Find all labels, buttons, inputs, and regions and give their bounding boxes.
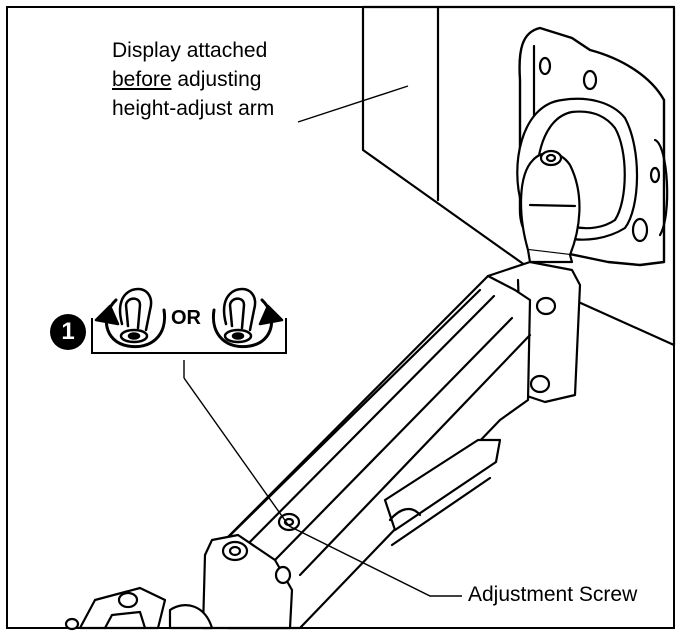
- rotate-clockwise-icon: [211, 287, 284, 349]
- lower-knuckle: [201, 533, 294, 630]
- display-callout-line-2-rest: adjusting: [171, 68, 262, 91]
- display-callout-line-3: height-adjust arm: [112, 97, 275, 120]
- rotate-counterclockwise-icon: [94, 287, 167, 349]
- screw-leader-diagonal: [183, 377, 290, 527]
- base-mount: [64, 586, 214, 631]
- step-panel: [91, 318, 287, 354]
- display-callout: Display attached before adjusting height…: [112, 36, 275, 123]
- or-label: OR: [171, 307, 201, 329]
- screw-leader-line: [288, 525, 462, 597]
- display-callout-line-1: Display attached: [112, 39, 268, 62]
- lower-rail: [383, 438, 502, 547]
- before-emphasis: before: [112, 68, 172, 91]
- step-number-badge: 1: [50, 314, 86, 350]
- arm-body: [208, 274, 532, 630]
- adjustment-screw-label: Adjustment Screw: [466, 580, 640, 609]
- display-callout-line-2: before adjusting: [112, 65, 274, 94]
- tilt-joint: [520, 149, 581, 264]
- display-leader-line: [297, 85, 409, 123]
